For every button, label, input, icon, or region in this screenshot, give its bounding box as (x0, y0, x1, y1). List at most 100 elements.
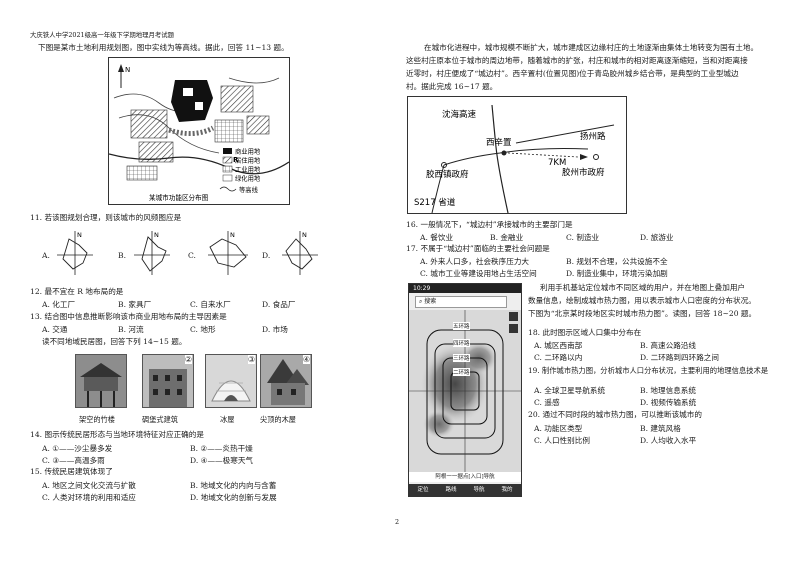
label-jiaoxi: 胶西镇政府 (426, 169, 469, 180)
photo-bamboo-house (75, 354, 127, 408)
q15-option-c[interactable]: C. 人类对环境的利用和适应 (42, 493, 136, 502)
q20-option-c[interactable]: C. 人口性别比例 (534, 436, 590, 445)
intro-18-20-line2: 数量信息，绘制成城市热力图，用以表示城市人口密度的分布状况。 (528, 296, 756, 305)
photo-1-caption: 架空的竹楼 (79, 415, 115, 424)
map-caption: 某城市功能区分布图 (149, 193, 209, 202)
wind-rose-a: N (57, 231, 93, 275)
svg-text:N: N (302, 231, 307, 239)
q19-option-d[interactable]: D. 视频传输系统 (640, 398, 697, 407)
phone-bottom-info: 阿根一一据点[入口]导航 (409, 472, 521, 482)
traffic-icon[interactable] (509, 324, 518, 333)
map-legend: 商业用地 居住用地 工业用地 绿化用地 等高线 (219, 147, 261, 194)
legend-residential: 居住用地 (235, 156, 261, 165)
land-use-map: N R 商业用地 居住用地 工业用地 绿化用地 (108, 57, 290, 205)
q17-option-d[interactable]: D. 制造业集中，环境污染加剧 (566, 269, 668, 278)
layers-icon[interactable] (509, 312, 518, 321)
q18-option-b[interactable]: B. 高速公路沿线 (640, 341, 696, 350)
phone-search-box[interactable]: ⌕ 搜索 (415, 296, 507, 308)
q18-option-d[interactable]: D. 二环路到四环路之间 (640, 353, 719, 362)
q20-stem: 20. 通过不同时段的城市热力图，可以推断该城市的 (528, 410, 702, 419)
intro-16-17-line4: 村。据此完成 16~17 题。 (406, 82, 498, 91)
q13-option-b[interactable]: B. 河流 (118, 325, 144, 334)
q19-option-c[interactable]: C. 遥感 (534, 398, 560, 407)
q13-option-d[interactable]: D. 市场 (262, 325, 288, 334)
q11-option-b[interactable]: B. (118, 251, 126, 260)
q11-option-d[interactable]: D. (262, 251, 271, 260)
q12-option-b[interactable]: B. 家具厂 (118, 300, 152, 309)
label-jiaozhou: 胶州市政府 (562, 167, 605, 178)
q11-option-a[interactable]: A. (42, 251, 50, 260)
page-number: 2 (395, 518, 400, 526)
q20-option-b[interactable]: B. 建筑风格 (640, 424, 681, 433)
q16-option-d[interactable]: D. 旅游业 (640, 233, 674, 242)
q18-option-a[interactable]: A. 城区西南部 (534, 341, 583, 350)
label-yangzhou-road: 扬州路 (580, 131, 606, 142)
q14-stem: 14. 图示传统民居形态与当地环境特征对应正确的是 (30, 430, 204, 439)
q20-option-d[interactable]: D. 人均收入水平 (640, 436, 697, 445)
q13-option-a[interactable]: A. 交通 (42, 325, 68, 334)
q17-option-b[interactable]: B. 规划不合理，公共设施不全 (566, 257, 668, 266)
q13-stem: 13. 结合图中信息推断影响该市商业用地布局的主导因素是 (30, 312, 227, 321)
intro-14-15: 读不同地域民居图，回答下列 14~15 题。 (42, 337, 187, 346)
q17-option-a[interactable]: A. 外来人口多，社会秩序压力大 (420, 257, 530, 266)
q12-stem: 12. 最不宜在 R 地布局的是 (30, 287, 124, 296)
q15-option-a[interactable]: A. 地区之间文化交流与扩散 (42, 481, 136, 490)
q20-option-a[interactable]: A. 功能区类型 (534, 424, 583, 433)
heat-map-phone: 10:29 ⌕ 搜索 五环路 四环路 三环路 二环路 阿根一一据点[入口]导航 … (408, 283, 522, 497)
legend-industrial: 工业用地 (235, 165, 261, 174)
page-header: 大庆铁人中学2021级高一年级下学期地理月考试题 (30, 31, 175, 39)
road-label-3rd: 三环路 (453, 354, 470, 362)
photo-3-number: ③ (247, 355, 255, 364)
legend-green: 绿化用地 (235, 174, 261, 183)
phone-tab-bar: 定位 路线 导航 我的 (409, 484, 521, 496)
q12-option-d[interactable]: D. 食品厂 (262, 300, 296, 309)
road-label-2nd: 二环路 (453, 368, 470, 376)
photo-wooden-house: ④ (260, 354, 312, 408)
q16-option-a[interactable]: A. 餐饮业 (420, 233, 454, 242)
q14-option-b[interactable]: B. ②——炎热干燥 (190, 444, 253, 453)
village-location-map: 沈海高速 扬州路 西辛置 7KM 胶西镇政府 胶州市政府 S217 省道 (407, 96, 627, 214)
photo-4-caption: 尖顶的木屋 (260, 415, 296, 424)
q14-option-a[interactable]: A. ①——沙尘暴多发 (42, 444, 113, 453)
q16-option-c[interactable]: C. 制造业 (566, 233, 600, 242)
legend-commercial: 商业用地 (235, 147, 261, 156)
label-highway: 沈海高速 (442, 109, 477, 120)
q15-option-b[interactable]: B. 地域文化的内向与含蓄 (190, 481, 277, 490)
q11-option-c[interactable]: C. (188, 251, 196, 260)
tab-navigate[interactable]: 导航 (473, 487, 485, 493)
q19-option-a[interactable]: A. 全球卫星导航系统 (534, 386, 606, 395)
q17-option-c[interactable]: C. 城市工业等建设用地占生活空间 (420, 269, 537, 278)
intro-18-20-line1: 利用手机基站定位城市不同区域的用户，并在地图上叠加用户 (540, 283, 746, 292)
photo-2-caption: 碉堡式建筑 (142, 415, 178, 424)
tab-mine[interactable]: 我的 (501, 487, 513, 493)
legend-contour: 等高线 (239, 185, 259, 194)
village-dot (501, 150, 507, 156)
arrow-icon (580, 154, 588, 160)
svg-text:N: N (154, 231, 159, 239)
city-marker (593, 154, 599, 160)
wind-rose-c: N (208, 231, 248, 275)
tab-locate[interactable]: 定位 (417, 487, 429, 493)
label-xixinzhi: 西辛置 (486, 137, 512, 148)
q18-option-c[interactable]: C. 二环路以内 (534, 353, 583, 362)
photo-2-number: ② (184, 355, 192, 364)
q14-option-c[interactable]: C. ③——高温多雨 (42, 456, 105, 465)
compass-label: N (125, 66, 130, 74)
compass-icon (118, 64, 124, 88)
q12-option-c[interactable]: C. 自来水厂 (190, 300, 231, 309)
label-s217: S217 省道 (414, 197, 456, 208)
q16-option-b[interactable]: B. 金融业 (490, 233, 524, 242)
q12-option-a[interactable]: A. 化工厂 (42, 300, 76, 309)
intro-11-13: 下图是某市土地利用规划图，图中实线为等高线。据此，回答 11~13 题。 (38, 43, 289, 52)
town-marker (441, 162, 447, 168)
q19-option-b[interactable]: B. 地理信息系统 (640, 386, 696, 395)
svg-text:N: N (230, 231, 235, 239)
q14-option-d[interactable]: D. ④——极寒天气 (190, 456, 254, 465)
q11-stem: 11. 若该图规划合理，则该城市的风频图应是 (30, 213, 182, 222)
wind-rose-d: N (282, 231, 318, 275)
q17-stem: 17. 不属于“城边村”面临的主要社会问题是 (406, 244, 550, 253)
q15-option-d[interactable]: D. 地域文化的创新与发展 (190, 493, 277, 502)
q19-stem: 19. 制作城市热力图，分析城市人口分布状况，主要利用的地理信息技术是 (528, 366, 769, 375)
q13-option-c[interactable]: C. 地形 (190, 325, 216, 334)
tab-route[interactable]: 路线 (445, 487, 457, 493)
